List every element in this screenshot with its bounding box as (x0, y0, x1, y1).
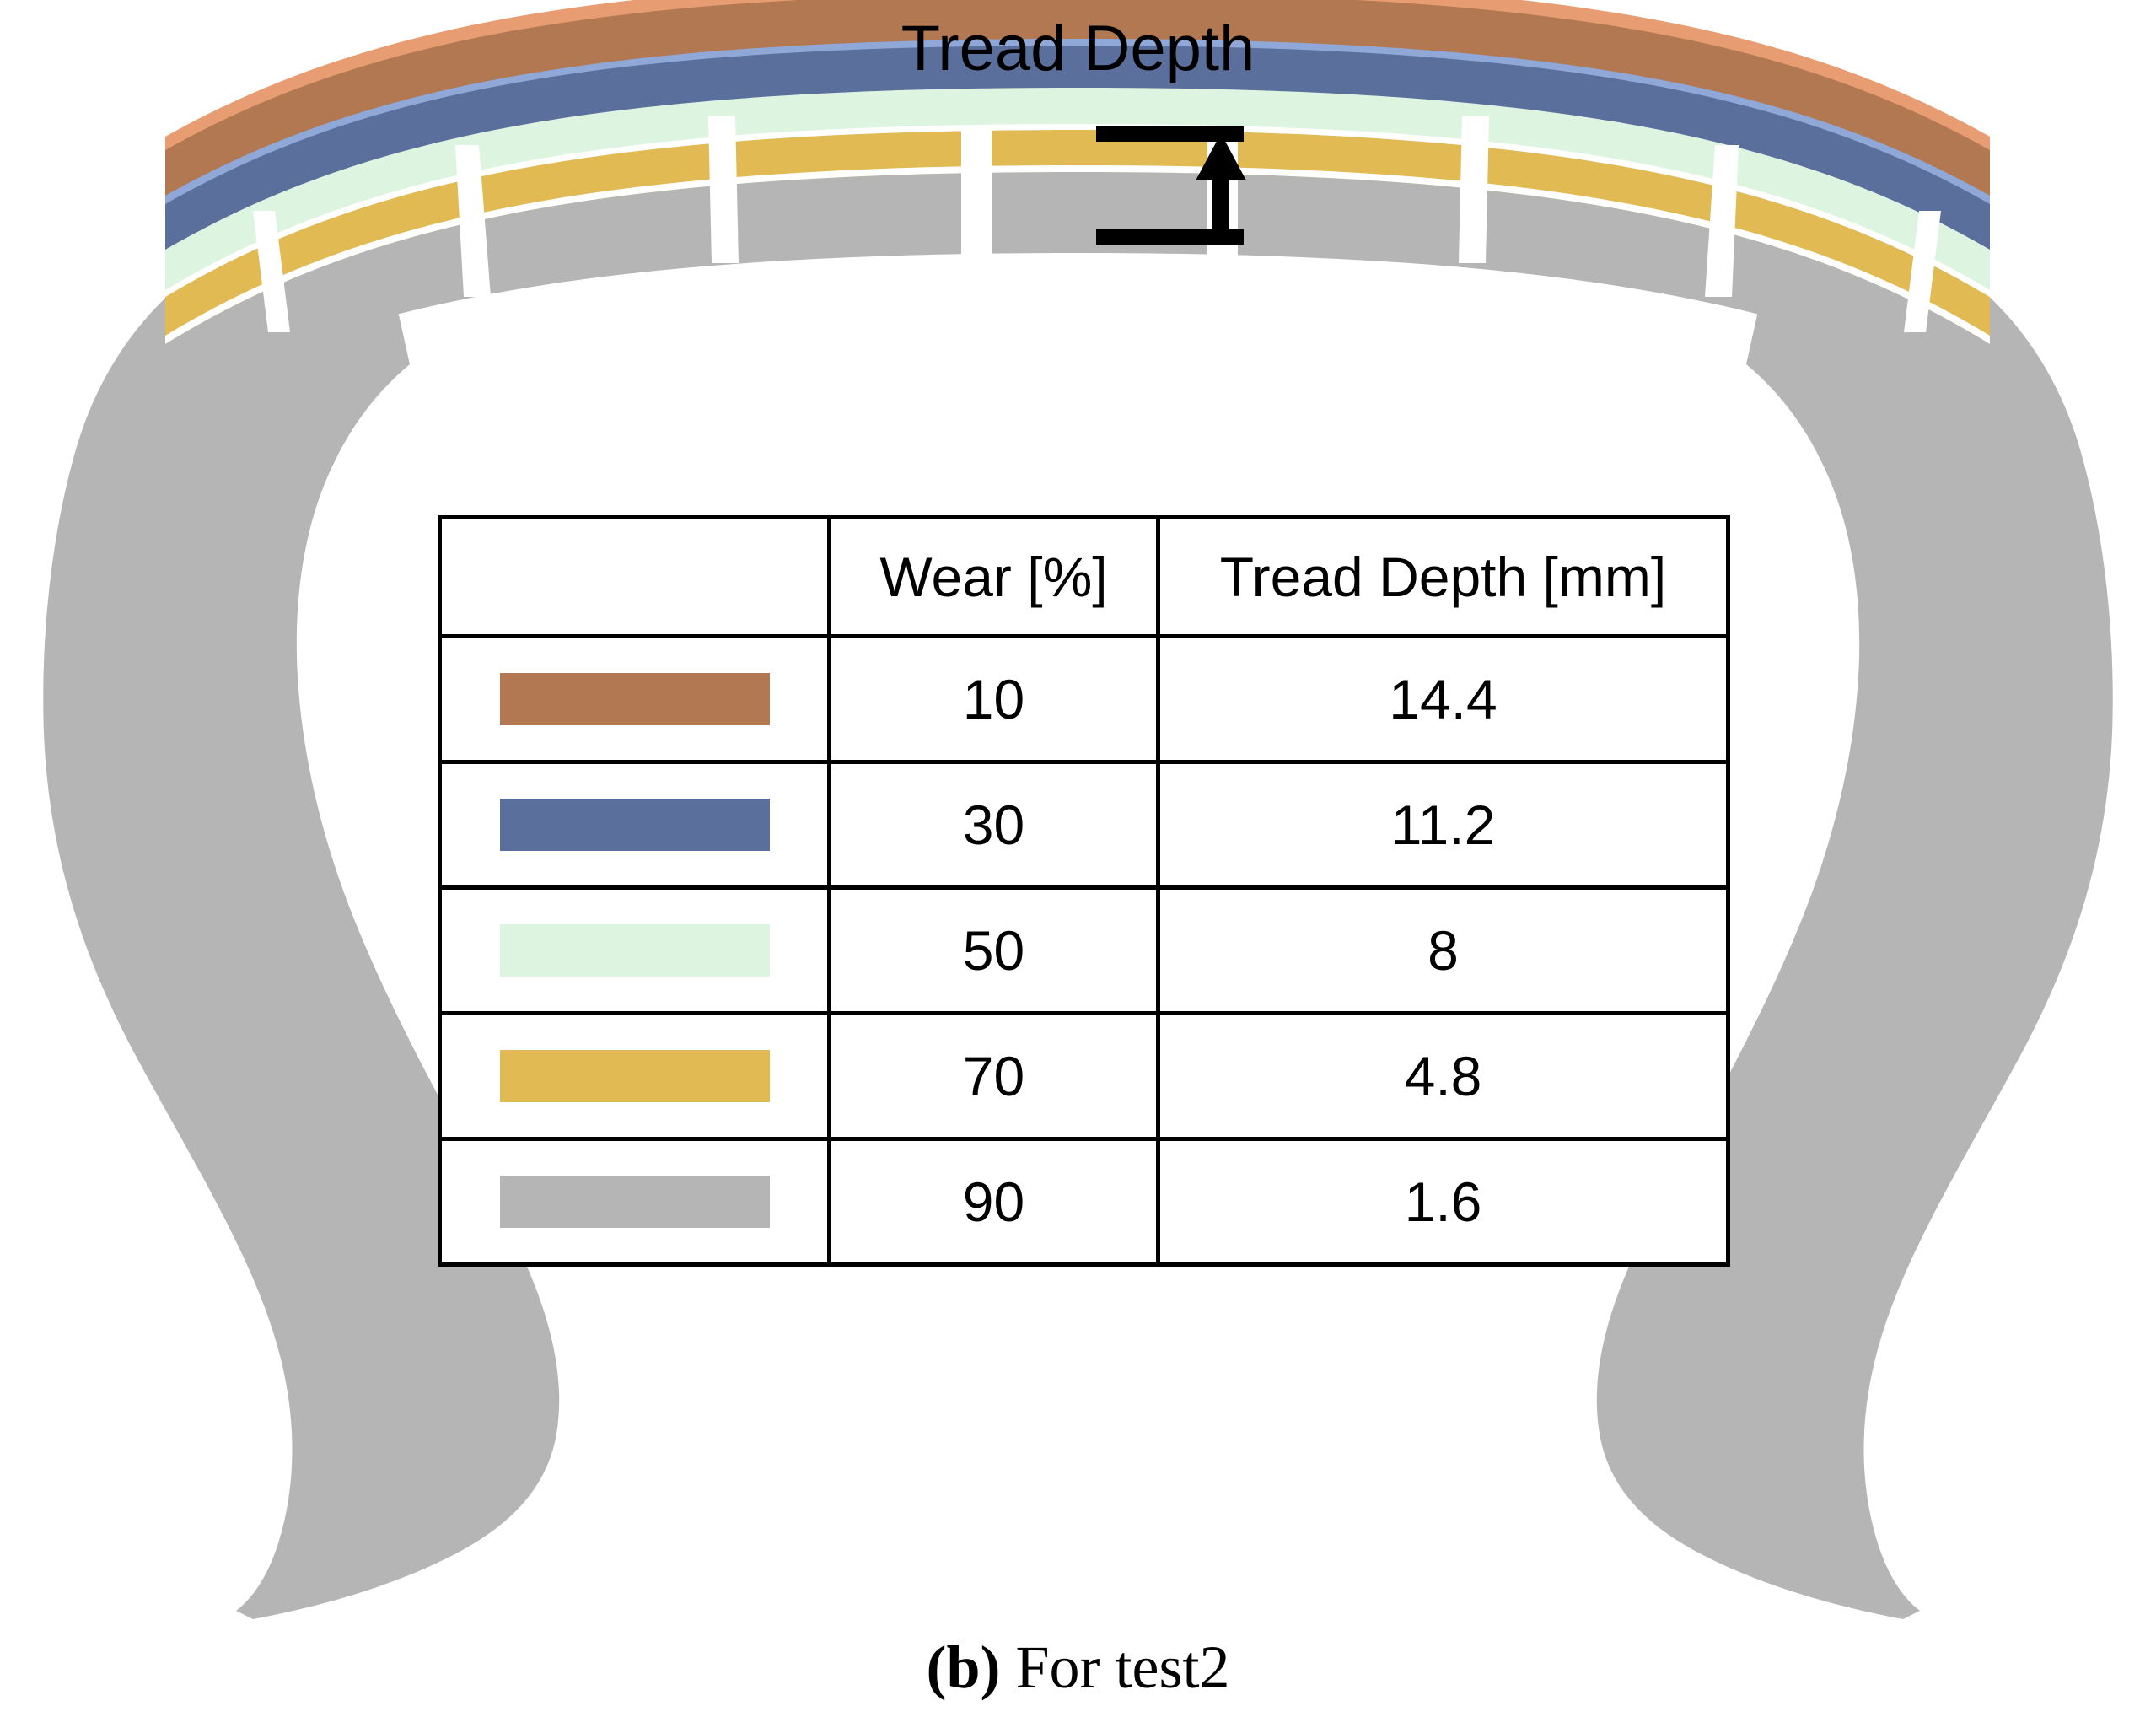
tread-band-wear-70 (165, 130, 1990, 344)
table-row: 10 14.4 (438, 634, 1730, 764)
tread-band-wear-10 (165, 0, 1990, 196)
header-cell-swatch (438, 515, 831, 638)
measurement-tick-bottom (1096, 229, 1244, 245)
table-row: 50 8 (438, 885, 1730, 1015)
color-swatch-wear-50 (499, 924, 770, 977)
color-swatch-wear-30 (499, 799, 770, 851)
tread-band-wear-50 (165, 88, 1990, 297)
legend-swatch-cell (438, 885, 831, 1015)
tread-depth-measurement-annotation (1096, 126, 1246, 245)
cell-wear: 90 (827, 1137, 1160, 1267)
header-cell-wear: Wear [%] (827, 515, 1160, 638)
legend-swatch-cell (438, 1011, 831, 1141)
page-title: Tread Depth (901, 13, 1255, 84)
color-swatch-wear-10 (499, 673, 770, 725)
caption-label: (b) (926, 1634, 1001, 1701)
figure-caption: (b) For test2 (0, 1633, 2156, 1703)
legend-swatch-cell (438, 1137, 831, 1267)
legend-swatch-cell (438, 634, 831, 764)
color-swatch-wear-90 (499, 1176, 770, 1228)
cell-wear: 50 (827, 885, 1160, 1015)
cell-wear: 10 (827, 634, 1160, 764)
legend-swatch-cell (438, 760, 831, 890)
measurement-arrow-head (1196, 133, 1246, 180)
cell-wear: 70 (827, 1011, 1160, 1141)
table-row: 90 1.6 (438, 1137, 1730, 1267)
measurement-tick-top (1096, 126, 1244, 142)
table-row: 70 4.8 (438, 1011, 1730, 1141)
cell-depth: 1.6 (1156, 1137, 1730, 1267)
wear-legend-table: Wear [%] Tread Depth [mm] 10 14.4 30 11.… (438, 515, 1730, 1267)
table-row: 30 11.2 (438, 760, 1730, 890)
cell-depth: 14.4 (1156, 634, 1730, 764)
caption-text: For test2 (1000, 1634, 1230, 1701)
header-cell-depth: Tread Depth [mm] (1156, 515, 1730, 638)
cell-depth: 4.8 (1156, 1011, 1730, 1141)
cell-depth: 11.2 (1156, 760, 1730, 890)
cell-depth: 8 (1156, 885, 1730, 1015)
tread-band-wear-30 (165, 39, 1990, 250)
cell-wear: 30 (827, 760, 1160, 890)
tread-layer-stack (165, 0, 1990, 344)
color-swatch-wear-70 (499, 1050, 770, 1102)
table-header-row: Wear [%] Tread Depth [mm] (438, 515, 1730, 638)
